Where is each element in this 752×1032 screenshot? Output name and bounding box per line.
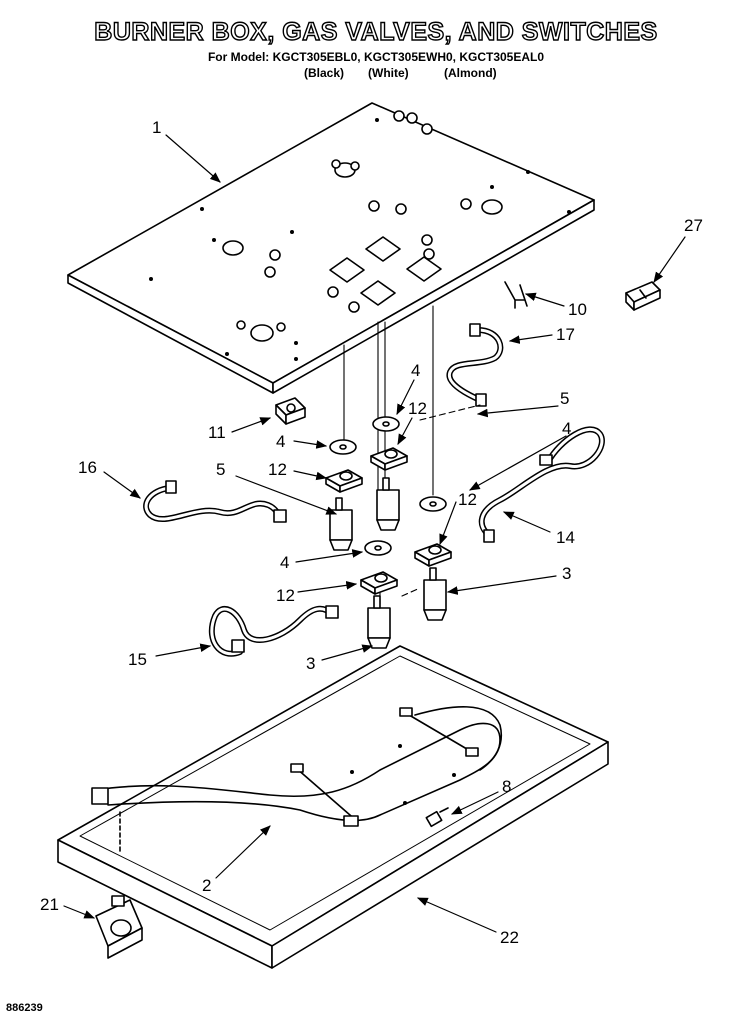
callout-11: 11 [208, 423, 226, 442]
burner-box-part-22 [57, 645, 609, 969]
callout-1: 1 [152, 118, 162, 137]
callout-12-a: 12 [408, 399, 427, 418]
callout-22: 22 [500, 928, 519, 947]
gas-tube-part-17 [446, 323, 504, 407]
switch-brackets-part-12 [325, 447, 452, 595]
callout-4-c: 4 [276, 432, 286, 451]
callout-5-a: 5 [560, 389, 570, 408]
callout-2: 2 [202, 876, 212, 895]
color-almond-label: (Almond) [444, 66, 497, 80]
callout-16: 16 [78, 458, 97, 477]
callout-12-d: 12 [276, 586, 295, 605]
washers-part-4 [329, 416, 447, 556]
page-title: BURNER BOX, GAS VALVES, AND SWITCHES [94, 17, 658, 46]
callout-12-c: 12 [458, 490, 477, 509]
callout-4-a: 4 [411, 361, 421, 380]
gas-valves [329, 477, 447, 649]
callout-15: 15 [128, 650, 147, 669]
gas-tube-part-15 [208, 605, 339, 657]
callout-4-b: 4 [562, 419, 572, 438]
clip-part-10 [504, 281, 528, 309]
bracket-part-11 [275, 397, 306, 425]
callout-8: 8 [502, 777, 512, 796]
gas-tube-part-14 [478, 426, 605, 543]
callout-3-b: 3 [306, 654, 316, 673]
diagram-code: 886239 [6, 1002, 43, 1014]
callout-5-b: 5 [216, 460, 226, 479]
callout-17: 17 [556, 325, 575, 344]
model-list: For Model: KGCT305EBL0, KGCT305EWH0, KGC… [207, 50, 545, 64]
color-variants: (Black) (White) (Almond) [290, 66, 570, 82]
callout-21: 21 [40, 895, 59, 914]
callout-3-a: 3 [562, 564, 572, 583]
callout-12-b: 12 [268, 460, 287, 479]
regulator-part-21 [95, 895, 143, 959]
cooktop-top-plate [67, 102, 595, 394]
color-black-label: (Black) [304, 66, 345, 80]
color-white-label: (White) [368, 66, 409, 80]
callout-4-d: 4 [280, 553, 290, 572]
burner-tube-part-2 [91, 706, 502, 853]
callout-14: 14 [556, 528, 575, 547]
callout-10: 10 [568, 300, 587, 319]
callout-27: 27 [684, 216, 703, 235]
leader-arrows [63, 134, 686, 933]
switch-part-27 [625, 281, 661, 311]
gas-tube-part-16 [143, 480, 287, 523]
screw-part-8 [425, 807, 449, 828]
